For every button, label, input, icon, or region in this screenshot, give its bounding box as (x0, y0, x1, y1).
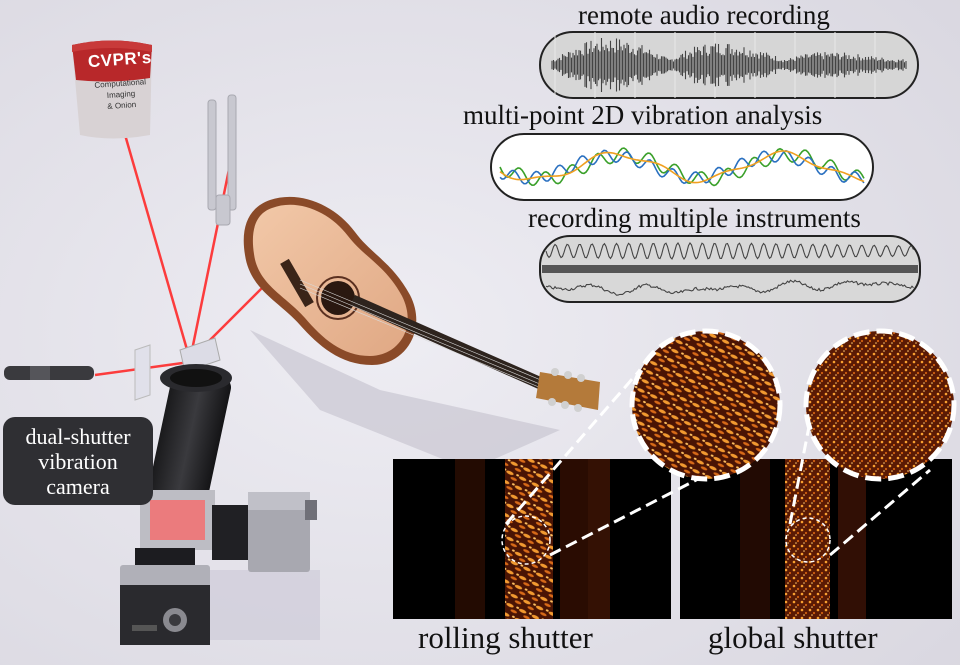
camera-label-line-2: vibration (38, 448, 118, 474)
global-zoom-circle (803, 328, 957, 482)
global-shutter-image (680, 459, 952, 619)
rolling-zoom-circle (629, 328, 783, 482)
dual-shutter-camera-object (120, 364, 317, 645)
caption-rolling-shutter: rolling shutter (418, 620, 593, 655)
instruments-waveform-panel (539, 235, 921, 303)
caption-vibration-analysis: multi-point 2D vibration analysis (463, 100, 823, 130)
vibration-series-green (499, 147, 865, 187)
beam-splitter (179, 337, 221, 373)
audio-waveform (551, 38, 907, 92)
laser-pointer-object (4, 366, 94, 380)
mirror (134, 344, 151, 401)
vibration-series-blue (499, 149, 865, 185)
caption-multiple-instruments: recording multiple instruments (528, 203, 861, 233)
guitar-object (243, 196, 600, 412)
audio-waveform-panel (539, 31, 919, 99)
vibration-waveform-panel (490, 133, 874, 201)
camera-label-line-3: camera (46, 473, 110, 499)
rolling-roi-circle (501, 515, 551, 565)
global-roi-circle (785, 517, 831, 563)
camera-label-line-1: dual-shutter (25, 423, 131, 449)
snack-bag-object (72, 40, 152, 139)
instrument-waveform-2 (545, 279, 914, 296)
camera-shadow (210, 570, 320, 640)
bag-subtext: Computational Imaging & Onion (85, 76, 157, 114)
rolling-shutter-image (393, 459, 671, 619)
vibration-series-orange (499, 150, 865, 184)
camera-label: dual-shutter vibration camera (3, 417, 153, 505)
caption-global-shutter: global shutter (708, 620, 878, 655)
tuning-fork-object (207, 94, 237, 226)
caption-remote-audio: remote audio recording (578, 0, 830, 30)
guitar-shadow (250, 330, 560, 470)
instrument-waveform-1 (545, 242, 914, 260)
